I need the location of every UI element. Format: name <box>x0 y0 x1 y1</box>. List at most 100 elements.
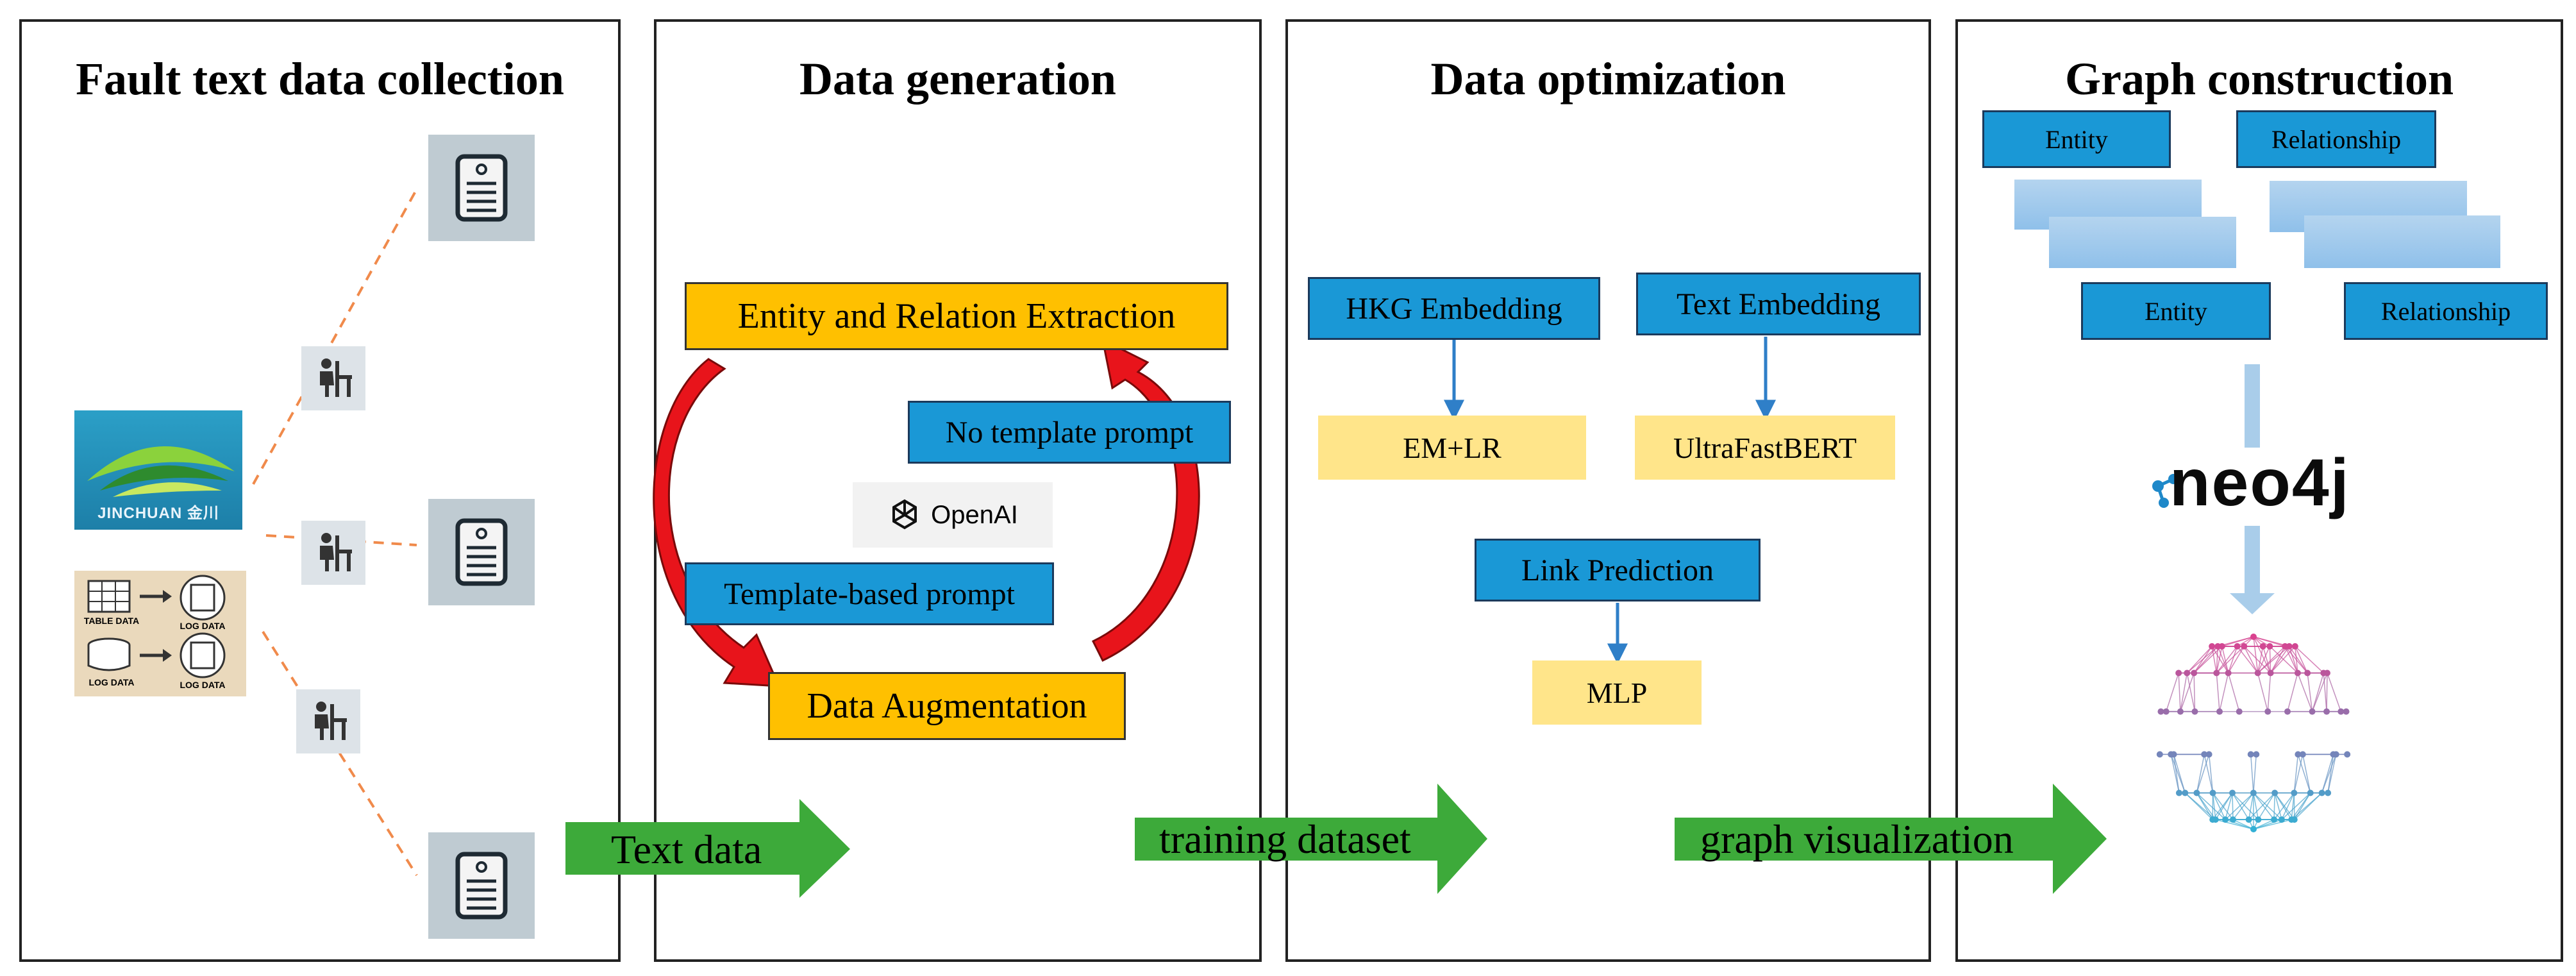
sphere-node <box>2245 816 2252 823</box>
sphere-edge <box>2225 793 2233 820</box>
text-data-arrow <box>565 799 850 898</box>
sphere-node <box>2344 751 2351 758</box>
sphere-node <box>2343 708 2350 715</box>
sphere-edge <box>2295 646 2308 673</box>
sphere-edge <box>2323 673 2327 712</box>
sphere-edge <box>2253 793 2259 820</box>
openai-logo-icon <box>892 499 917 530</box>
panel-title-optimization: Data optimization <box>1430 53 1786 105</box>
sphere-edge <box>2243 646 2259 673</box>
em-lr-box: EM+LR <box>1318 416 1586 480</box>
log-data-label-left: LOG DATA <box>88 677 135 687</box>
sphere-edge <box>2186 673 2196 712</box>
sphere-node <box>2222 816 2229 823</box>
sphere-node <box>2320 669 2327 677</box>
worker-at-desk-icon <box>315 702 347 740</box>
sphere-node <box>2259 643 2266 650</box>
neo4j-label: neo4j <box>2170 446 2350 520</box>
entity-box-top: Entity <box>1982 110 2171 168</box>
ghost-relationship-box-2 <box>2304 215 2500 268</box>
neo4j-logo-icon <box>2152 474 2179 508</box>
sphere-node <box>2284 708 2291 715</box>
training-dataset-arrow <box>1135 784 1487 894</box>
sphere-node <box>2271 789 2279 796</box>
worker-at-desk-icon <box>320 533 352 571</box>
entity-relation-extraction-box: Entity and Relation Extraction <box>685 282 1228 350</box>
sphere-edge <box>2248 793 2275 820</box>
sphere-edge <box>2327 754 2337 793</box>
sphere-node <box>2325 789 2332 796</box>
sphere-edge <box>2208 754 2214 793</box>
sphere-edge <box>2267 673 2271 712</box>
sphere-edge <box>2178 673 2181 712</box>
sphere-edge <box>2287 673 2298 712</box>
sphere-edge <box>2274 793 2282 820</box>
sphere-edge <box>2307 673 2313 712</box>
sphere-edge <box>2196 793 2213 820</box>
worker-card-2 <box>301 521 365 585</box>
sphere-node <box>2254 669 2261 677</box>
no-template-prompt-box: No template prompt <box>908 401 1231 464</box>
sphere-node <box>2191 708 2198 715</box>
sphere-node <box>2216 708 2223 715</box>
sphere-edge <box>2294 793 2311 820</box>
sphere-node <box>2156 751 2163 758</box>
sphere-edge <box>2232 793 2250 820</box>
graph-visualization-label: graph visualization <box>1700 816 2014 862</box>
sphere-edge <box>2257 646 2271 673</box>
sphere-node <box>2182 789 2189 796</box>
sphere-edge <box>2193 646 2212 673</box>
sphere-node <box>2271 816 2278 823</box>
relationship-box-top: Relationship <box>2236 110 2436 168</box>
sphere-edge <box>2253 819 2275 830</box>
jinchuan-logo-mark-icon <box>87 446 235 497</box>
sphere-edge <box>2284 646 2298 673</box>
document-card-3 <box>428 832 535 939</box>
hkg-embedding-box: HKG Embedding <box>1308 277 1600 340</box>
sphere-node <box>2247 751 2254 758</box>
sphere-edge <box>2212 793 2216 820</box>
sphere-node <box>2175 789 2182 796</box>
sphere-edge <box>2270 646 2290 673</box>
sphere-node <box>2307 789 2314 796</box>
sphere-node <box>2213 669 2220 677</box>
sphere-node <box>2157 708 2164 715</box>
sphere-edge <box>2211 646 2218 673</box>
panel-title-graph: Graph construction <box>2064 53 2454 105</box>
sphere-edge <box>2243 646 2271 674</box>
sphere-node <box>2266 643 2273 650</box>
sphere-edge <box>2196 754 2205 793</box>
sphere-node <box>2205 751 2212 758</box>
entity-box-bottom: Entity <box>2081 282 2271 340</box>
sphere-edge <box>2270 646 2286 673</box>
sphere-edge <box>2253 636 2259 673</box>
sphere-node <box>2162 708 2170 715</box>
sphere-edge <box>2293 754 2299 793</box>
sphere-edge <box>2216 646 2238 673</box>
sphere-edge <box>2257 646 2290 674</box>
sphere-edge <box>2217 646 2229 673</box>
sphere-node <box>2234 643 2241 650</box>
sphere-node <box>2250 789 2257 796</box>
sphere-edge <box>2257 646 2264 673</box>
sphere-edge <box>2291 793 2295 820</box>
sphere-node <box>2291 816 2298 823</box>
relationship-box-bottom: Relationship <box>2344 282 2548 340</box>
sphere-node <box>2193 789 2200 796</box>
document-icon <box>455 518 508 586</box>
sphere-edge <box>2193 646 2223 674</box>
sphere-edge <box>2225 819 2254 830</box>
worker-card-3 <box>296 689 360 753</box>
sphere-edge <box>2253 792 2282 820</box>
sphere-node <box>2318 789 2325 796</box>
sphere-edge <box>2215 819 2254 830</box>
sphere-edge <box>2297 754 2311 793</box>
sphere-edge <box>2253 754 2257 793</box>
sphere-node <box>2282 643 2289 650</box>
panel-data-optimization: Data optimization <box>1285 19 1931 962</box>
sphere-edge <box>2186 646 2212 673</box>
sphere-edge <box>2253 819 2292 830</box>
sphere-node <box>2201 751 2208 758</box>
sphere-node <box>2241 643 2248 650</box>
